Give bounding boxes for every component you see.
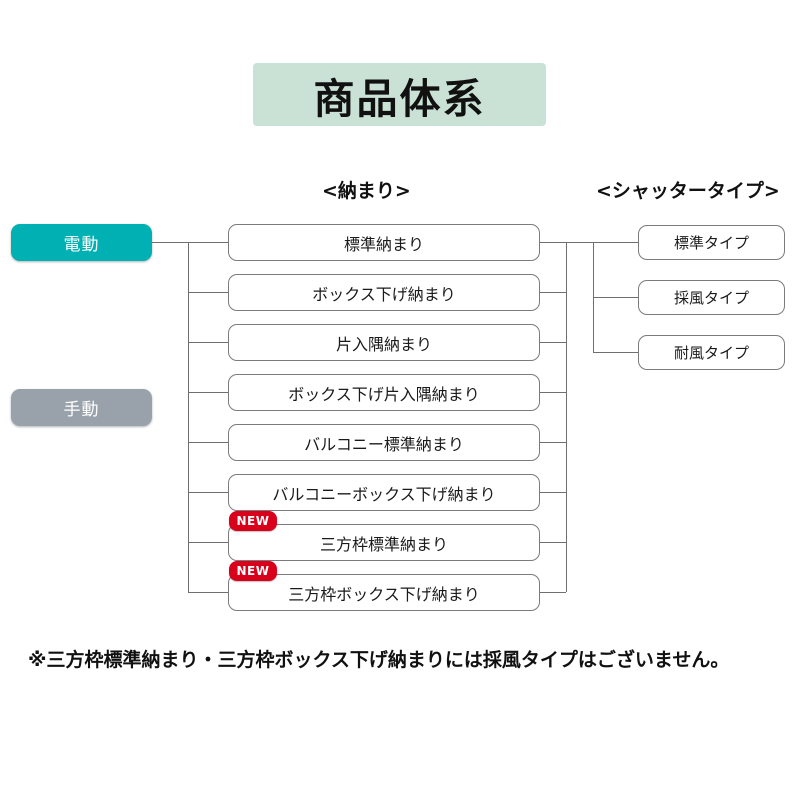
connector-shutter-bridge <box>566 242 593 243</box>
connector-left-branch <box>188 242 228 243</box>
connector-left-branch <box>188 392 228 393</box>
node-osamari[interactable]: バルコニー標準納まり <box>228 424 540 461</box>
node-shutter-type[interactable]: 採風タイプ <box>638 280 785 315</box>
column-header-osamari: <納まり> <box>322 180 411 202</box>
connector-left-branch <box>188 442 228 443</box>
connector-left-trunk <box>188 242 189 592</box>
node-osamari[interactable]: 三方枠標準納まり <box>228 524 540 561</box>
node-osamari[interactable]: ボックス下げ納まり <box>228 274 540 311</box>
page-title: 商品体系 <box>313 74 486 123</box>
new-badge: NEW <box>229 511 277 531</box>
connector-right-branch <box>540 492 566 493</box>
node-shutter-type[interactable]: 耐風タイプ <box>638 335 785 370</box>
node-osamari[interactable]: 標準納まり <box>228 224 540 261</box>
connector-right-branch <box>540 392 566 393</box>
connector-right-branch <box>540 342 566 343</box>
connector-right-branch <box>540 242 566 243</box>
column-header-shutter-type: <シャッタータイプ> <box>596 180 780 202</box>
connector-electric-stub <box>152 242 188 243</box>
connector-right-branch <box>540 442 566 443</box>
mode-button-manual[interactable]: 手動 <box>11 389 152 426</box>
connector-right-branch <box>540 542 566 543</box>
connector-shutter-branch <box>593 297 638 298</box>
title-banner <box>253 63 546 126</box>
node-osamari[interactable]: 片入隅納まり <box>228 324 540 361</box>
connector-right-branch <box>540 292 566 293</box>
connector-left-branch <box>188 492 228 493</box>
connector-left-branch <box>188 542 228 543</box>
connector-left-branch <box>188 592 228 593</box>
connector-shutter-branch <box>593 242 638 243</box>
footnote-note: ※三方枠標準納まり・三方枠ボックス下げ納まりには採風タイプはございません。 <box>28 649 730 671</box>
connector-left-branch <box>188 342 228 343</box>
new-badge: NEW <box>229 561 277 581</box>
connector-right-trunk <box>566 242 567 592</box>
connector-right-branch <box>540 592 566 593</box>
node-osamari[interactable]: 三方枠ボックス下げ納まり <box>228 574 540 611</box>
node-osamari[interactable]: ボックス下げ片入隅納まり <box>228 374 540 411</box>
mode-button-electric[interactable]: 電動 <box>11 224 152 261</box>
node-osamari[interactable]: バルコニーボックス下げ納まり <box>228 474 540 511</box>
node-shutter-type[interactable]: 標準タイプ <box>638 225 785 260</box>
connector-left-branch <box>188 292 228 293</box>
connector-shutter-branch <box>593 352 638 353</box>
